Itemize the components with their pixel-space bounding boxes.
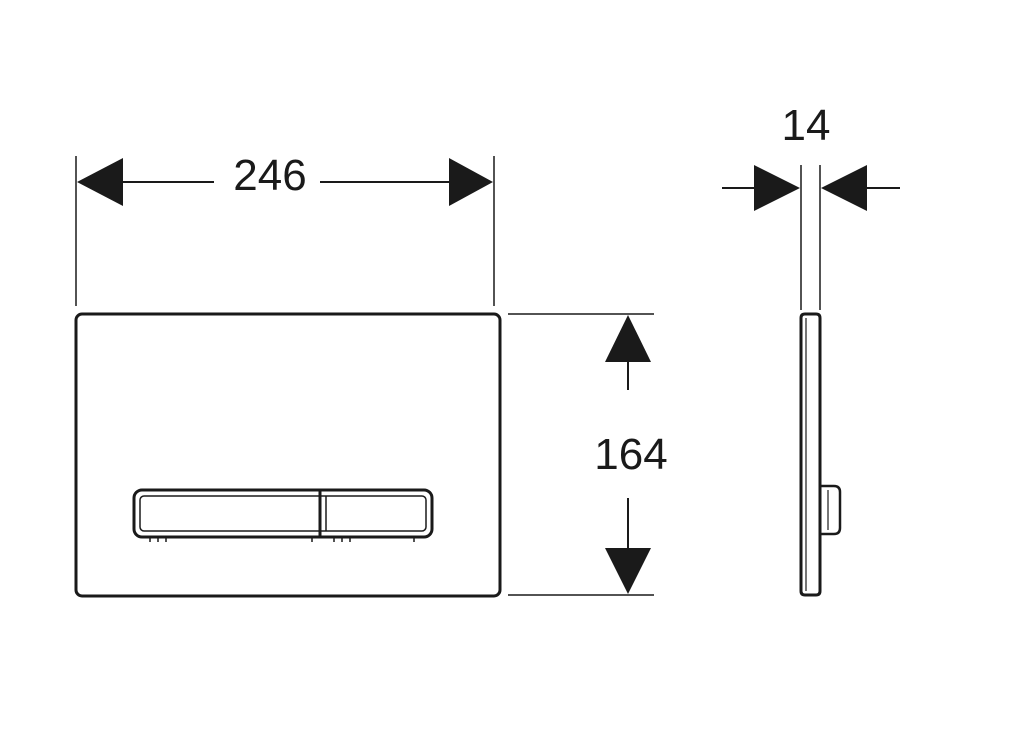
depth-arrow-left [754,165,800,211]
flush-button-side [820,484,842,536]
flush-button-front [132,488,434,542]
width-dimension-label: 246 [233,151,306,200]
front-view: 246 164 [74,151,668,598]
plate-front-outline [74,312,502,598]
width-arrow-right [449,158,493,206]
side-view: 14 [722,101,900,597]
plate-side-outline [799,312,822,597]
width-arrow-left [77,158,123,206]
height-arrow-bottom [605,548,651,594]
depth-arrow-right [821,165,867,211]
height-arrow-top [605,315,651,362]
flush-button-ticks [149,537,415,542]
depth-dimension-label: 14 [782,101,831,150]
flush-button-inner [139,495,427,532]
flush-button-outer [132,488,434,539]
height-dimension-label: 164 [594,430,667,479]
